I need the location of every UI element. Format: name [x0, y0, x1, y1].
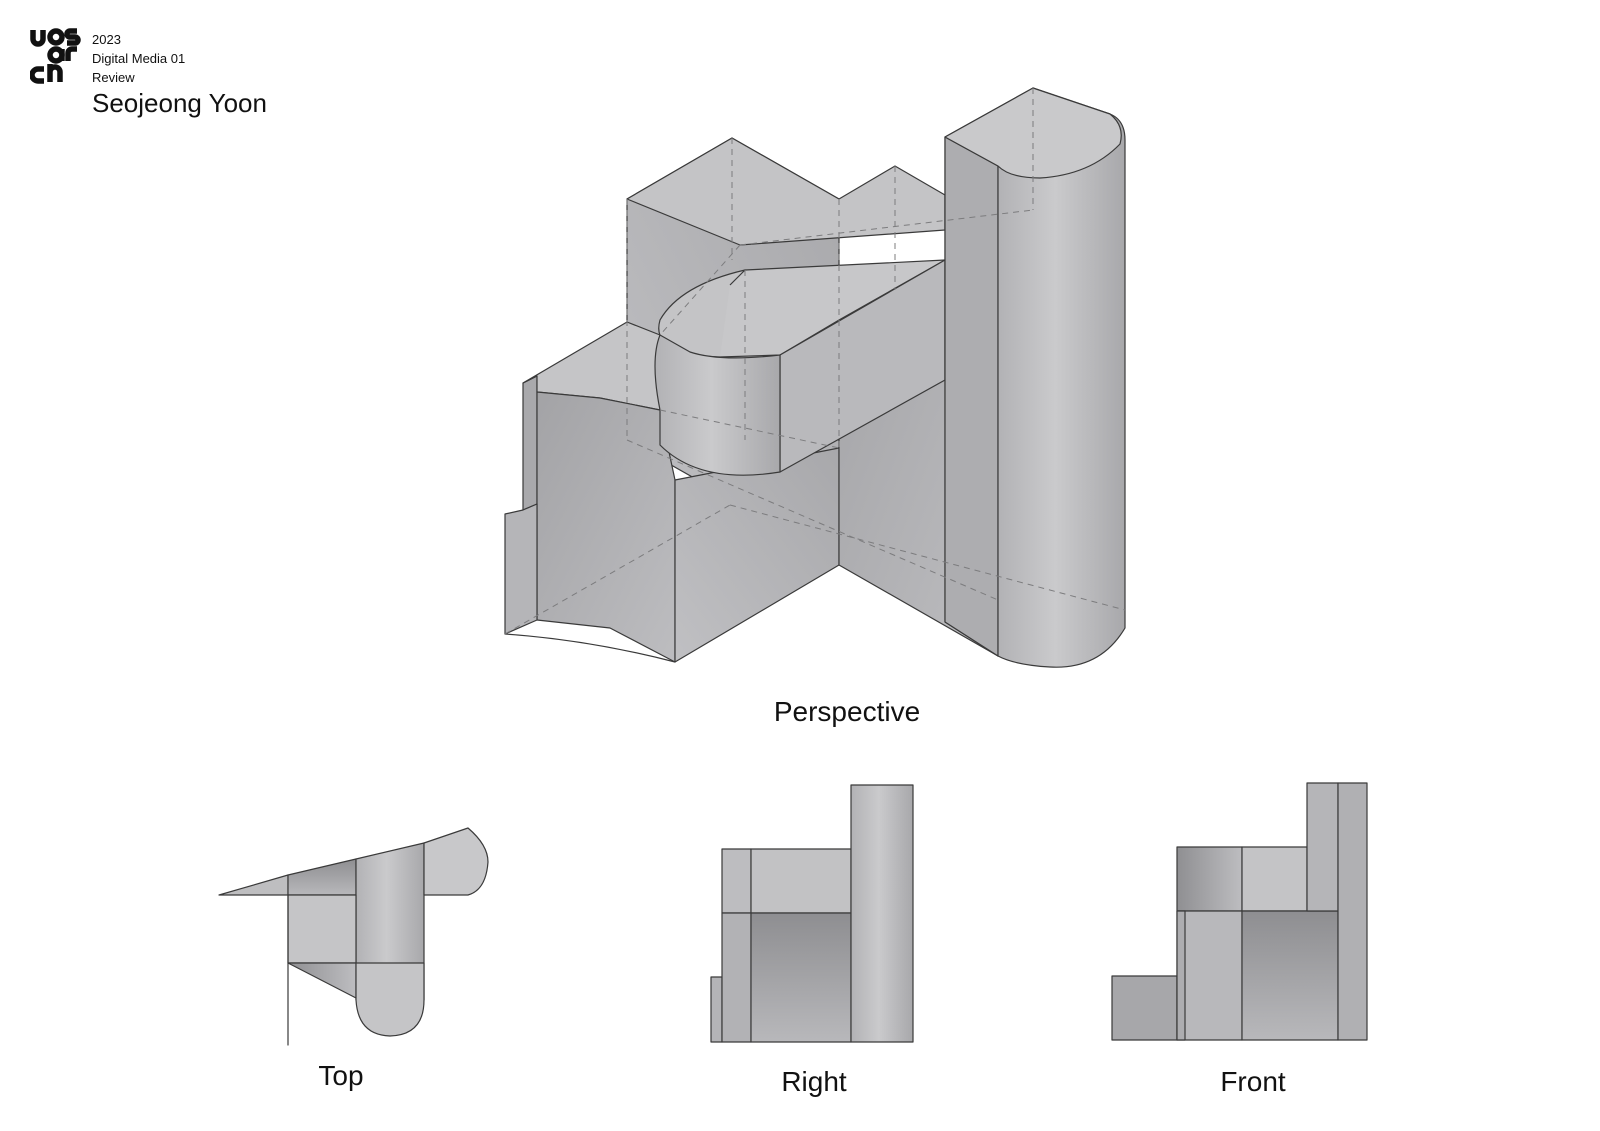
front-view-mid-left	[1176, 910, 1243, 1041]
tall-block-front-face	[944, 136, 999, 657]
front-view-shaded-top-left	[1176, 846, 1243, 912]
review-text: Review	[92, 70, 135, 85]
center-front-face	[674, 447, 840, 663]
curved-bottom-edge	[504, 633, 676, 663]
right-caption: Right	[781, 1066, 847, 1097]
top-view-bottom-capsule	[355, 962, 425, 1037]
right-view	[710, 784, 914, 1043]
tall-cylinder-surface	[997, 87, 1126, 668]
right-view-left-strip	[721, 912, 752, 1043]
front-view-tall-block	[1306, 782, 1339, 912]
course-text: Digital Media 01	[92, 51, 186, 66]
perspective-caption: Perspective	[773, 696, 921, 727]
top-view-shaded-lower	[287, 962, 357, 999]
right-view-top-band	[750, 848, 852, 914]
top-view	[218, 827, 489, 1046]
uos-arch-logo	[30, 28, 81, 84]
author-name: Seojeong Yoon	[92, 88, 267, 118]
right-view-cylinder	[850, 784, 914, 1043]
step-block-face	[504, 503, 538, 635]
front-caption: Front	[1220, 1066, 1286, 1097]
capsule-curved-face	[654, 334, 781, 476]
right-view-shaded-face	[750, 912, 852, 1043]
left-block-side-face	[522, 375, 538, 511]
top-view-wedge-sliver	[218, 874, 289, 896]
left-block-front-face	[536, 391, 676, 663]
project-meta: 2023 Digital Media 01 Review	[92, 30, 185, 87]
front-view-tall-edge	[1337, 782, 1368, 1041]
front-view	[1111, 782, 1368, 1041]
hidden-lines	[504, 88, 1126, 635]
top-view-right-capsule	[423, 827, 489, 896]
right-view-top-band-left	[721, 848, 752, 914]
back-block-top-face	[626, 137, 946, 246]
perspective-view	[504, 87, 1126, 668]
front-view-low-block	[1111, 975, 1178, 1041]
top-view-shaded-upper	[287, 858, 357, 896]
right-view-step	[710, 976, 723, 1043]
year-text: 2023	[92, 32, 121, 47]
top-view-main-block	[287, 894, 357, 964]
top-caption: Top	[318, 1060, 364, 1091]
front-view-center-block	[1241, 910, 1339, 1041]
front-view-inner-step	[1176, 910, 1186, 1041]
front-view-top-mid	[1241, 846, 1308, 912]
